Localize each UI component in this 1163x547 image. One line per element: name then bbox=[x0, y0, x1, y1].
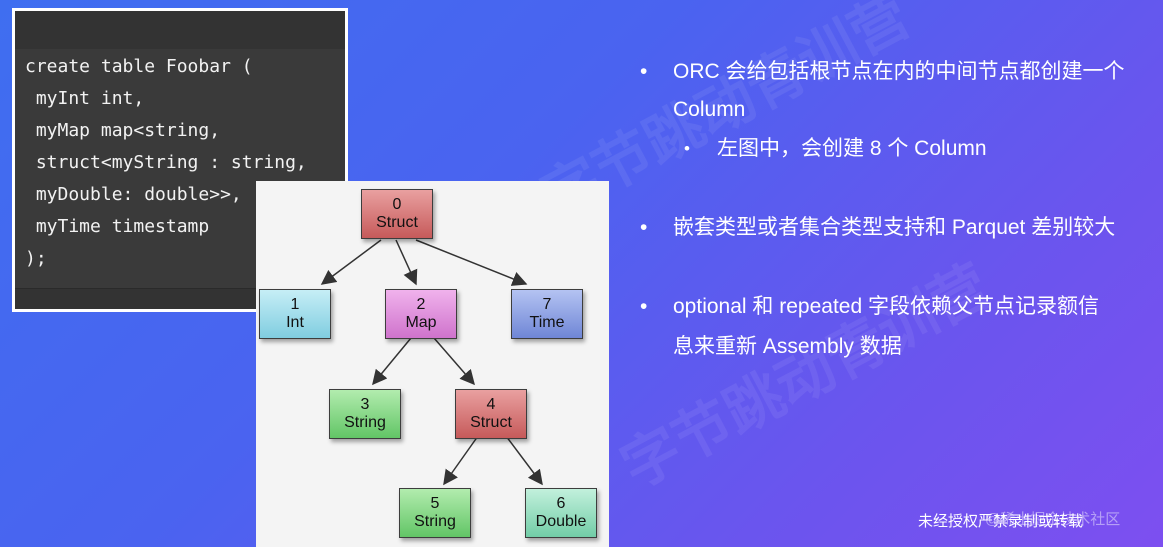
node-id: 5 bbox=[430, 495, 440, 512]
tree-node-4: 4 Struct bbox=[455, 389, 527, 439]
edge-2-4 bbox=[433, 337, 475, 386]
edge-0-2 bbox=[395, 239, 418, 286]
tree-node-7: 7 Time bbox=[511, 289, 583, 339]
edge-4-6 bbox=[505, 435, 543, 486]
watermark-text: 字节跳动青训营 bbox=[610, 251, 1001, 502]
node-label: Int bbox=[286, 314, 304, 331]
code-line: myInt int, bbox=[25, 88, 145, 109]
code-line: struct<myString : string, bbox=[25, 152, 307, 173]
tree-node-1: 1 Int bbox=[259, 289, 331, 339]
code-line: ); bbox=[25, 248, 47, 269]
bullet-text: ORC 会给包括根节点在内的中间节点都创建一个 bbox=[673, 60, 1125, 83]
node-label: String bbox=[414, 513, 456, 530]
bullet-text: 嵌套类型或者集合类型支持和 Parquet 差别较大 bbox=[673, 216, 1116, 239]
node-id: 0 bbox=[392, 196, 402, 213]
node-label: Double bbox=[535, 513, 587, 530]
tree-node-2: 2 Map bbox=[385, 289, 457, 339]
copyright-notice: 未经授权严禁录制或转载 bbox=[918, 513, 1084, 530]
bullet-text: 息来重新 Assembly 数据 bbox=[673, 335, 902, 358]
bullet-text: Column bbox=[673, 98, 746, 121]
bullet-dot: • bbox=[640, 216, 648, 239]
bullet-dot: • bbox=[640, 60, 648, 83]
node-label: String bbox=[344, 414, 386, 431]
edge-0-7 bbox=[415, 239, 528, 286]
brand-watermark: @稀土掘金技术社区 bbox=[985, 511, 1121, 528]
edge-0-1 bbox=[320, 239, 382, 285]
bullet-text: optional 和 repeated 字段依赖父节点记录额信 bbox=[673, 295, 1099, 318]
tree-node-6: 6 Double bbox=[525, 488, 597, 538]
node-label: Struct bbox=[376, 214, 418, 231]
node-label: Struct bbox=[470, 414, 512, 431]
code-line: create table Foobar ( bbox=[25, 56, 253, 77]
tree-node-5: 5 String bbox=[399, 488, 471, 538]
tree-edges bbox=[320, 239, 543, 486]
node-label: Map bbox=[405, 314, 437, 331]
column-tree-diagram: 0 Struct 1 Int 2 Map 7 Time 3 String 4 S… bbox=[256, 181, 609, 547]
code-line: myTime timestamp bbox=[25, 216, 210, 237]
node-id: 7 bbox=[542, 296, 552, 313]
bullet-dot: • bbox=[640, 295, 648, 318]
node-id: 6 bbox=[556, 495, 566, 512]
node-label: Time bbox=[529, 314, 565, 331]
code-panel-header bbox=[15, 11, 345, 49]
node-id: 2 bbox=[416, 296, 426, 313]
code-line: myMap map<string, bbox=[25, 120, 221, 141]
edge-2-3 bbox=[372, 337, 412, 386]
code-panel: create table Foobar ( myInt int, myMap m… bbox=[12, 8, 348, 312]
node-id: 3 bbox=[360, 396, 370, 413]
node-id: 1 bbox=[290, 296, 300, 313]
code-line: myDouble: double>>, bbox=[25, 184, 242, 205]
bullet-dot: • bbox=[684, 139, 690, 158]
node-id: 4 bbox=[486, 396, 496, 413]
bullet-text: 左图中，会创建 8 个 Column bbox=[717, 137, 987, 160]
edge-4-5 bbox=[443, 435, 479, 486]
tree-node-0: 0 Struct bbox=[361, 189, 433, 239]
tree-node-3: 3 String bbox=[329, 389, 401, 439]
